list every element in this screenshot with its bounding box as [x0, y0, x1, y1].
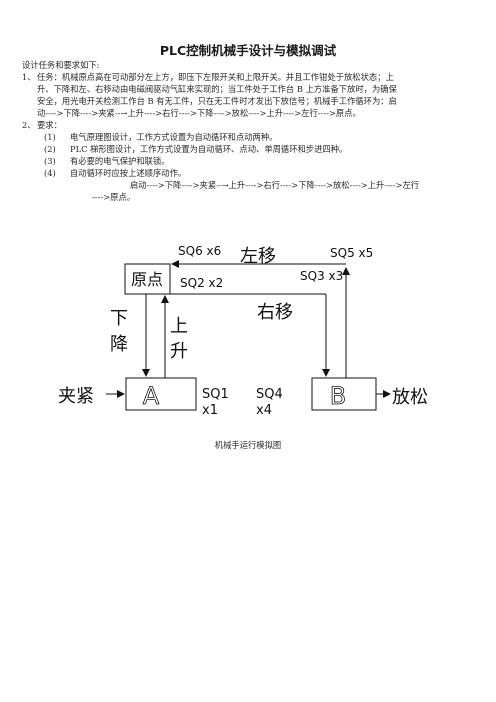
up-label-1: 上: [170, 316, 188, 337]
x4-label: x4: [256, 403, 272, 418]
workstation-a: [125, 377, 197, 411]
workstation-b-label: B: [330, 382, 346, 410]
x1-label: x1: [202, 403, 218, 418]
task-line-1: 任务：机械原点高在可动部分左上方，即压下左限开关和上限开关。并且工作钳处于放松状…: [37, 72, 394, 82]
intro-text: 设计任务和要求如下:: [22, 60, 100, 70]
req-number: 2、: [22, 120, 36, 130]
diagram-caption: 机械手运行模拟图: [214, 440, 282, 450]
sequence-line-2: ---->原点。: [92, 192, 136, 202]
req-item-num-4: (4): [44, 168, 56, 178]
release-label: 放松: [392, 387, 428, 408]
down-label-1: 下: [110, 308, 128, 329]
task-line-2: 升、下降和左、右移动由电磁阀驱动气缸来实现的；当工件处于工作台 B 上方准备下放…: [37, 84, 397, 94]
task-line-4: 动---->下降---->夹紧--→上升---->右行---->下降---->放…: [37, 108, 361, 118]
req-item-4: 自动循环时应按上述顺序动作。: [70, 168, 187, 178]
document-title: PLC控制机械手设计与模拟调试: [159, 43, 337, 58]
req-item-3: 有必要的电气保护和联锁。: [70, 156, 170, 166]
right-move-label: 右移: [257, 302, 293, 323]
left-move-label: 左移: [240, 246, 276, 267]
req-item-2: PLC 梯形图设计，工作方式设置为自动循环、点动、单周循环和步进四种。: [70, 144, 348, 154]
sq4-label: SQ4: [256, 387, 283, 402]
down-label-2: 降: [110, 334, 128, 355]
req-item-1: 电气原理图设计，工作方式设置为自动循环和点动两种。: [70, 132, 278, 142]
sq1-label: SQ1: [202, 387, 229, 402]
origin-box: [124, 263, 171, 295]
task-number: 1、: [22, 72, 36, 82]
task-line-3: 安全，用光电开关检测工作台 B 有无工件，只在无工件时才发出下放信号；机械手工作…: [37, 96, 397, 106]
sq6-label: SQ6 x6: [178, 244, 221, 258]
origin-label: 原点: [131, 270, 163, 289]
manipulator-diagram: 原点 A B SQ6 x6 左移 SQ5 x5 SQ3 x3 SQ2 x2 右移…: [58, 244, 428, 418]
workstation-a-label: A: [143, 382, 160, 410]
sq3-label: SQ3 x3: [300, 269, 343, 283]
req-item-num-2: (2): [44, 144, 56, 154]
req-label: 要求：: [37, 120, 62, 130]
req-item-num-3: (3): [44, 156, 56, 166]
workstation-b: [311, 377, 377, 411]
req-item-num-1: (1): [44, 132, 56, 142]
clamp-label: 夹紧: [58, 386, 94, 407]
up-label-2: 升: [170, 341, 188, 362]
sq5-label: SQ5 x5: [330, 246, 373, 260]
sequence-line-1: 启动---->下降---->夹紧--→上升---->右行---->下降---->…: [130, 180, 420, 190]
sq2-label: SQ2 x2: [180, 276, 223, 290]
